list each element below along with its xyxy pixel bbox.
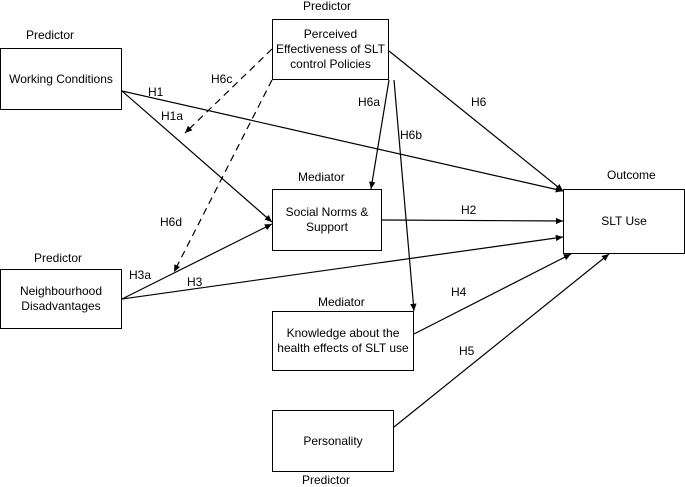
node-personality: Personality — [272, 410, 394, 472]
label-h3: H3 — [187, 275, 203, 289]
label-h6c: H6c — [211, 72, 233, 86]
label-h6b: H6b — [400, 128, 423, 142]
role-neigh: Predictor — [34, 251, 83, 265]
role-personality: Predictor — [302, 473, 351, 487]
label-h4: H4 — [451, 285, 467, 299]
label-h5: H5 — [459, 344, 475, 358]
label-h6d: H6d — [160, 215, 183, 229]
edge-h6c — [184, 48, 273, 134]
label-h6a: H6a — [358, 95, 381, 109]
edge-h6a — [369, 79, 390, 190]
node-working-conditions: Working Conditions — [0, 48, 122, 110]
edge-h6d — [173, 79, 273, 273]
role-working: Predictor — [26, 28, 75, 42]
node-social-norms: Social Norms & Support — [272, 189, 382, 251]
node-neighbourhood: Neighbourhood Disadvantages — [0, 269, 122, 329]
label-h3a: H3a — [129, 268, 152, 282]
edge-h1a — [121, 90, 273, 223]
edge-h3a — [121, 223, 273, 300]
role-slt: Outcome — [607, 168, 656, 182]
edge-h6b — [393, 79, 417, 312]
label-h1: H1 — [148, 85, 164, 99]
role-knowledge: Mediator — [318, 295, 365, 309]
edge-h2 — [381, 217, 564, 225]
node-perceived-effectiveness: Perceived Effectiveness of SLT control P… — [272, 19, 389, 80]
label-h2: H2 — [461, 203, 477, 217]
edge-h6 — [388, 50, 564, 192]
role-perceived: Predictor — [303, 0, 352, 13]
edge-h1 — [121, 90, 564, 193]
label-h6: H6 — [471, 95, 487, 109]
label-h1a: H1a — [161, 109, 184, 123]
node-slt-use: SLT Use — [563, 189, 685, 254]
role-social: Mediator — [298, 170, 345, 184]
node-knowledge: Knowledge about the health effects of SL… — [272, 311, 414, 371]
edge-h5 — [393, 253, 610, 428]
edge-h4 — [413, 253, 572, 335]
edge-h3 — [121, 234, 564, 300]
